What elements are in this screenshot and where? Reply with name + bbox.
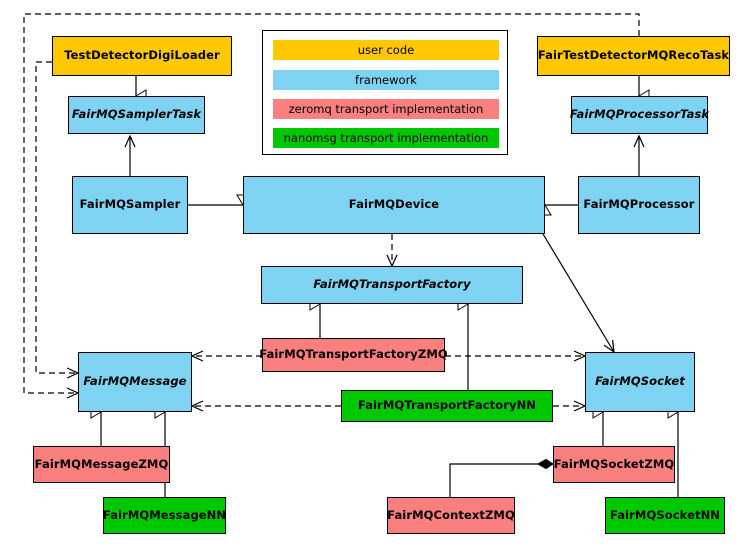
class-box-FairMQMessageNN[interactable]: FairMQMessageNN	[103, 497, 226, 534]
legend-label-nanomsg: nanomsg transport implementation	[283, 131, 489, 145]
edge-device-socket	[542, 233, 615, 354]
class-box-FairMQSocket[interactable]: FairMQSocket	[585, 352, 695, 412]
legend-item-nanomsg: nanomsg transport implementation	[273, 128, 499, 148]
legend-item-zeromq: zeromq transport implementation	[273, 99, 499, 119]
class-box-FairMQSampler[interactable]: FairMQSampler	[72, 176, 188, 234]
class-box-FairMQTransportFactory[interactable]: FairMQTransportFactory	[261, 266, 523, 304]
class-box-label: FairMQMessage	[83, 374, 187, 389]
class-box-FairMQSocketZMQ[interactable]: FairMQSocketZMQ	[553, 446, 675, 483]
class-box-FairMQMessage[interactable]: FairMQMessage	[78, 352, 192, 412]
legend-label-zeromq: zeromq transport implementation	[288, 102, 484, 116]
class-box-label: FairMQSamplerTask	[71, 107, 202, 122]
class-box-label: FairMQTransportFactoryNN	[357, 398, 537, 413]
class-box-label: FairMQSocketNN	[609, 507, 721, 522]
class-box-label: FairMQTransportFactory	[313, 277, 471, 292]
class-box-label: TestDetectorDigiLoader	[64, 48, 220, 63]
class-box-FairTestDetectorMQRecoTask[interactable]: FairTestDetectorMQRecoTask	[537, 36, 730, 76]
class-box-label: FairMQSocket	[595, 374, 685, 389]
class-box-label: FairMQDevice	[348, 197, 440, 212]
class-box-FairMQDevice[interactable]: FairMQDevice	[243, 176, 545, 234]
class-box-TestDetectorDigiLoader[interactable]: TestDetectorDigiLoader	[52, 36, 232, 76]
class-box-label: FairMQMessageZMQ	[34, 456, 169, 471]
legend-label-user-code: user code	[357, 43, 415, 57]
legend-item-user-code: user code	[273, 40, 499, 60]
class-box-label: FairMQProcessorTask	[569, 107, 710, 122]
class-box-label: FairMQProcessor	[583, 197, 695, 212]
class-box-FairMQSamplerTask[interactable]: FairMQSamplerTask	[68, 96, 205, 134]
legend-item-framework: framework	[273, 70, 499, 90]
class-box-label: FairMQMessageNN	[102, 507, 227, 522]
class-box-label: FairTestDetectorMQRecoTask	[537, 48, 730, 63]
class-box-label: FairMQSampler	[79, 197, 181, 212]
class-box-FairMQContextZMQ[interactable]: FairMQContextZMQ	[387, 497, 515, 534]
class-box-label: FairMQSocketZMQ	[553, 456, 675, 471]
class-box-FairMQMessageZMQ[interactable]: FairMQMessageZMQ	[33, 446, 170, 483]
class-box-FairMQTransportFactoryNN[interactable]: FairMQTransportFactoryNN	[341, 390, 553, 422]
class-box-label: FairMQContextZMQ	[387, 507, 515, 522]
legend-label-framework: framework	[355, 73, 417, 87]
class-box-FairMQProcessorTask[interactable]: FairMQProcessorTask	[569, 96, 710, 134]
legend: user code framework zeromq transport imp…	[262, 30, 508, 155]
class-box-FairMQSocketNN[interactable]: FairMQSocketNN	[605, 497, 725, 534]
edge-socketzmq-contextzmq	[449, 458, 554, 497]
class-box-label: FairMQTransportFactoryZMQ	[259, 347, 448, 362]
class-box-FairMQTransportFactoryZMQ[interactable]: FairMQTransportFactoryZMQ	[259, 338, 448, 372]
class-box-FairMQProcessor[interactable]: FairMQProcessor	[578, 176, 700, 234]
